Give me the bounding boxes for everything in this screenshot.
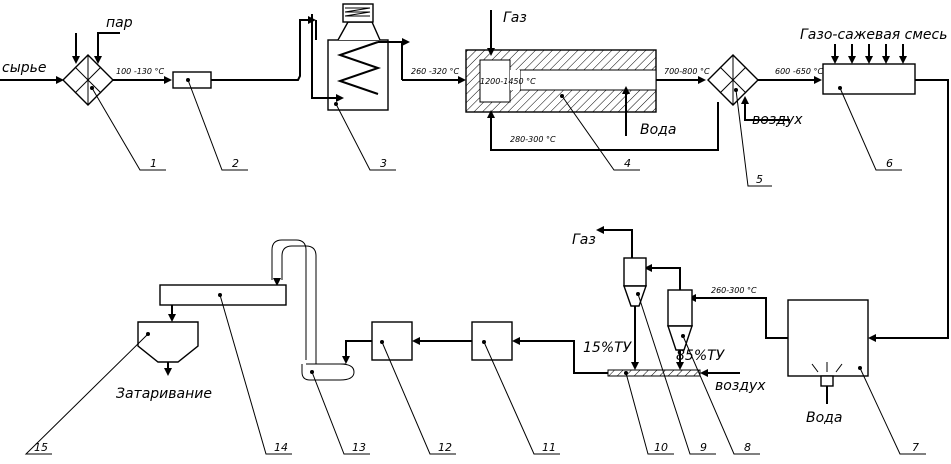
temp-4: 1200-1450 °C (480, 77, 536, 86)
pos-number-14: 14 (274, 441, 288, 454)
pos-number-3: 3 (380, 157, 387, 170)
gas-out-label: Газ (572, 232, 596, 248)
pos-number-5: 5 (756, 173, 763, 186)
heat-exchanger-5 (707, 54, 759, 106)
hopper-15 (137, 321, 199, 363)
temp-8: 260-300 °C (711, 286, 757, 295)
gas-soot-label: Газо-сажевая смесь (800, 27, 947, 43)
p15-label: 15%ТУ (583, 340, 633, 356)
pos-number-13: 13 (352, 441, 366, 454)
heat-exchanger-1 (62, 54, 114, 106)
cyclone-8 (667, 289, 693, 351)
unit-12 (371, 321, 413, 361)
p85-label: 85%ТУ (676, 348, 726, 364)
tube-furnace-3 (327, 3, 389, 111)
pos-number-2: 2 (232, 157, 239, 170)
pos-number-11: 11 (542, 441, 556, 454)
water-reactor-label: Вода (640, 122, 676, 138)
unit-11 (471, 321, 513, 361)
pos-number-1: 1 (150, 157, 157, 170)
pos-number-7: 7 (912, 441, 919, 454)
steam-label: пар (106, 15, 133, 31)
temp-5: 700-800 °C (664, 67, 710, 76)
gas-top-label: Газ (503, 10, 527, 26)
pneumatic-transport-13 (271, 239, 355, 381)
temp-4b: 280-300 °C (510, 135, 556, 144)
temp-1: 100 -130 °C (116, 67, 165, 76)
packing-label: Затаривание (116, 386, 212, 402)
pos-number-6: 6 (886, 157, 893, 170)
pos-number-8: 8 (744, 441, 751, 454)
unit-7 (787, 299, 869, 377)
raw-label: сырье (2, 60, 47, 76)
pos-number-4: 4 (624, 157, 631, 170)
pos-number-15: 15 (34, 441, 48, 454)
air-5-label: воздух (752, 112, 803, 128)
water-7-label: Вода (806, 410, 842, 426)
temp-3: 260 -320 °C (411, 67, 460, 76)
pos-number-12: 12 (438, 441, 452, 454)
leader-lines (24, 78, 926, 455)
pos-number-9: 9 (700, 441, 707, 454)
unit-6-inlets (831, 44, 907, 64)
cyclone-9 (623, 257, 647, 307)
reactor-4 (465, 49, 657, 113)
temp-6: 600 -650 °C (775, 67, 824, 76)
pos-number-10: 10 (654, 441, 668, 454)
water-sprayer-7 (811, 362, 843, 404)
air-10-label: воздух (715, 378, 766, 394)
unit-6 (822, 63, 916, 95)
unit-2 (172, 71, 212, 89)
conveyor-10 (607, 369, 701, 377)
unit-14 (159, 284, 287, 306)
